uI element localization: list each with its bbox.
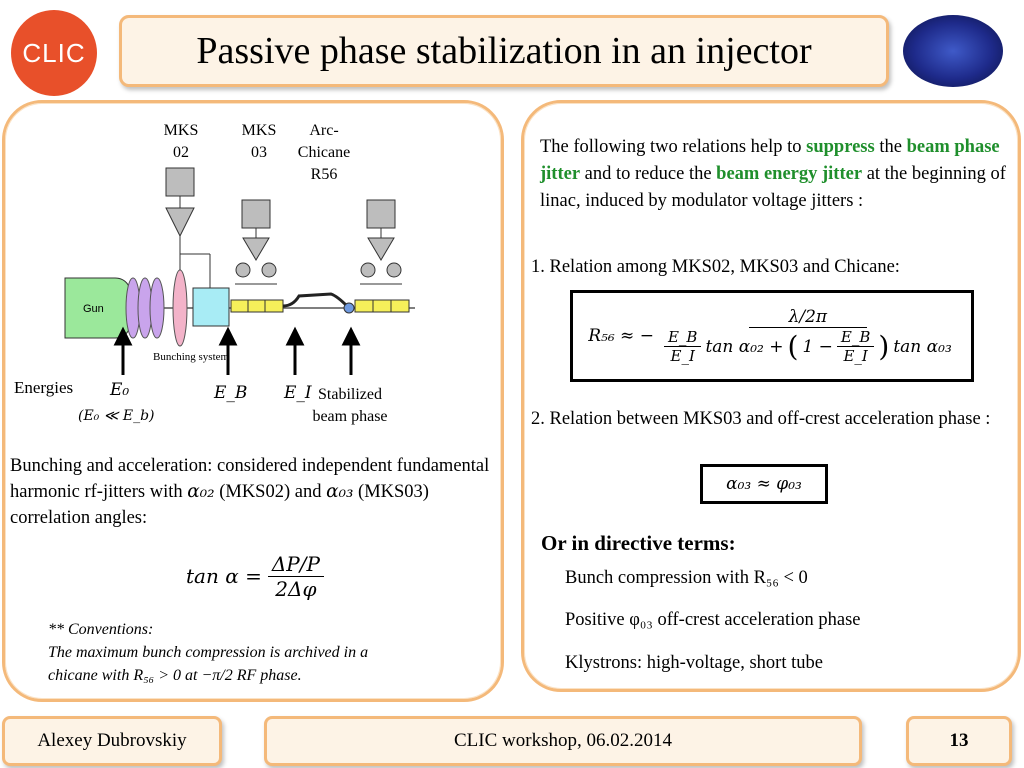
tan-alpha-formula: tan α = ΔP/P 2Δφ bbox=[186, 546, 324, 606]
tan-alpha03-term: tan α₀₃ bbox=[893, 336, 952, 357]
tan-alpha02-term: tan α₀₂ + bbox=[705, 336, 784, 357]
tan-denominator: 2Δφ bbox=[275, 576, 317, 601]
e0-note: (E₀ ≪ E_b) bbox=[78, 408, 155, 424]
relation-2-heading: 2. Relation between MKS03 and off-crest … bbox=[531, 409, 991, 429]
ei-frac-den-2: E_I bbox=[843, 347, 868, 365]
arc-chicane-label: Arc- Chicane R56 bbox=[297, 122, 351, 183]
conventions-line-2: chicane with R₅₆ > 0 at −π/2 RF phase. bbox=[48, 667, 302, 684]
conventions-title: ** Conventions: bbox=[48, 621, 154, 638]
stabilized-phase-label: Stabilized beam phase bbox=[312, 386, 388, 425]
intro-part-4: at the beginning of linac, induced by mo… bbox=[540, 164, 1006, 211]
intro-paragraph: The following two relations help to supp… bbox=[540, 134, 1010, 215]
footer-event: CLIC workshop, 06.02.2014 bbox=[454, 730, 672, 751]
para-part-2: (MKS02) and bbox=[219, 482, 322, 502]
intro-part-2: the bbox=[879, 137, 902, 157]
tan-lhs: tan α = bbox=[186, 564, 262, 588]
intro-part-1: The following two relations help to bbox=[540, 137, 802, 157]
r56-numerator: λ/2π bbox=[748, 307, 868, 328]
gun-label: Gun bbox=[83, 303, 104, 315]
eb-frac-num-2: E_B bbox=[836, 328, 875, 347]
right-panel bbox=[521, 100, 1021, 692]
page-number: 13 bbox=[949, 730, 969, 751]
alpha-phi-formula: α₀₃ ≈ φ₀₃ bbox=[726, 474, 802, 494]
tan-numerator: ΔP/P bbox=[267, 552, 324, 577]
alpha03-symbol: α₀₃ bbox=[326, 481, 354, 502]
para-part-1: Bunching and acceleration: considered in… bbox=[10, 456, 490, 502]
footer-author: Alexey Dubrovskiy bbox=[37, 730, 187, 751]
title-box: Passive phase stabilization in an inject… bbox=[119, 15, 889, 87]
ctf3-logo bbox=[903, 15, 1003, 87]
bunching-system-label: Bunching system bbox=[153, 351, 230, 363]
alpha02-symbol: α₀₂ bbox=[187, 481, 215, 502]
one-minus-term: 1 − bbox=[802, 336, 833, 357]
directive-heading: Or in directive terms: bbox=[541, 531, 736, 555]
alpha-phi-formula-box: α₀₃ ≈ φ₀₃ bbox=[700, 464, 828, 504]
r56-formula-box: R₅₆ ≈ − λ/2π E_B E_I tan α₀₂ + ( 1 − E_B… bbox=[570, 290, 974, 382]
mks03-label: MKS 03 bbox=[241, 122, 277, 161]
ei-frac-den: E_I bbox=[670, 347, 695, 365]
footer-page-box: 13 bbox=[906, 716, 1012, 766]
conventions-line-1: The maximum bunch compression is archive… bbox=[48, 644, 369, 661]
footer-event-box: CLIC workshop, 06.02.2014 bbox=[264, 716, 862, 766]
slide-title: Passive phase stabilization in an inject… bbox=[196, 30, 812, 72]
intro-part-3: and to reduce the bbox=[584, 164, 712, 184]
relation-1-heading: 1. Relation among MKS02, MKS03 and Chica… bbox=[531, 257, 900, 277]
beam-phase-jitter-highlight: beam phase jitter bbox=[540, 137, 1000, 184]
bullet-compression: Bunch compression with R₅₆ < 0 bbox=[565, 568, 808, 588]
clic-logo: CLIC bbox=[11, 10, 97, 96]
suppress-highlight: suppress bbox=[806, 137, 875, 157]
conventions: ** Conventions: The maximum bunch compre… bbox=[48, 618, 368, 687]
mks02-label: MKS 02 bbox=[163, 122, 199, 161]
bullet-off-crest: Positive φ₀₃ off-crest acceleration phas… bbox=[565, 610, 861, 630]
footer-author-box: Alexey Dubrovskiy bbox=[2, 716, 222, 766]
clic-logo-text: CLIC bbox=[22, 37, 86, 68]
e0-label: E₀ bbox=[110, 380, 130, 400]
injector-diagram: Gun Bunching system bbox=[64, 167, 415, 375]
energies-label: Energies bbox=[14, 378, 74, 397]
bullet-klystrons: Klystrons: high-voltage, short tube bbox=[565, 653, 823, 673]
para-part-3: (MKS03) correlation angles: bbox=[10, 482, 429, 528]
beam-energy-jitter-highlight: beam energy jitter bbox=[716, 164, 863, 184]
eb-frac-num: E_B bbox=[663, 328, 702, 347]
eb-label: E_B bbox=[214, 383, 248, 403]
ei-label: E_I bbox=[284, 383, 312, 403]
bunching-paragraph: Bunching and acceleration: considered in… bbox=[10, 453, 492, 531]
r56-lhs: R₅₆ ≈ − bbox=[588, 326, 654, 346]
